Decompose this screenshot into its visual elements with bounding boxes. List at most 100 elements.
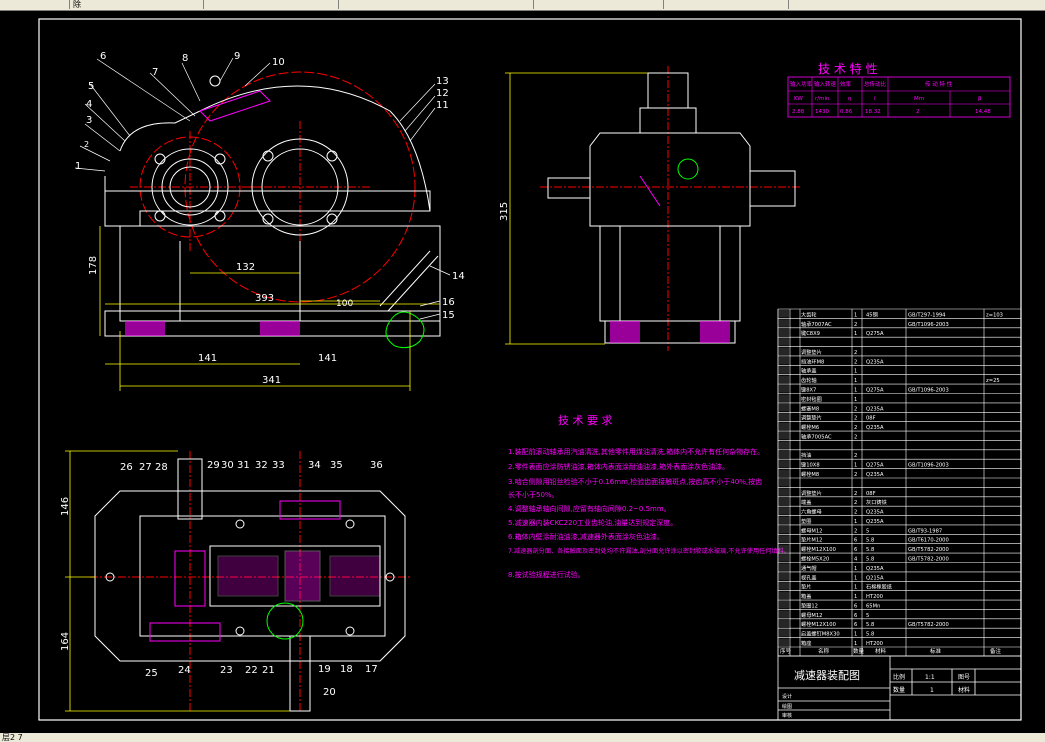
part-number-21: 21 <box>262 665 275 676</box>
bom-cell: 螺母M12 <box>801 526 822 534</box>
bom-cell: 箱盖 <box>801 592 811 600</box>
bom-row-index-cell <box>779 601 789 609</box>
part-number-24: 24 <box>178 665 191 676</box>
bom-row-index-cell <box>779 422 789 431</box>
bom-cell: 5.8 <box>866 547 874 553</box>
toolbar-tab-6[interactable] <box>665 0 789 9</box>
drawing-canvas[interactable]: 178 132 393 100 141 141 341 1 2 3 4 5 6 … <box>0 11 1045 733</box>
bom-cell: Q235A <box>866 519 884 525</box>
part-number-20: 20 <box>323 687 336 698</box>
bom-cell: 2 <box>854 350 857 356</box>
tech-spec-table: 技 术 特 性 输入功率 输入转速 效率 总传动比 传 动 特 性 KW r/m… <box>787 61 1011 118</box>
bom-cell: HT200 <box>866 641 883 647</box>
spec-h1-1: 输入转速 <box>814 80 837 88</box>
bom-row-index-cell <box>779 535 789 543</box>
ratio-value: 1:1 <box>925 674 935 681</box>
requirement-line-2: 2.零件表面应涂防锈油漆,箱体内表面涂耐油油漆,箱外表面涂灰色油漆。 <box>508 462 729 471</box>
part-number-25: 25 <box>145 668 158 679</box>
part-number-9: 9 <box>234 51 240 62</box>
spec-h1-0: 输入功率 <box>790 80 813 88</box>
bom-header-cell: 备注 <box>990 647 1002 655</box>
bom-row-index-cell <box>779 441 789 449</box>
spec-v-1: 1430 <box>815 109 829 115</box>
front-view-dimensions <box>99 226 440 391</box>
toolbar-tab-4[interactable] <box>340 0 534 9</box>
bom-cell: 5.8 <box>866 622 874 628</box>
ratio-label: 比例 <box>893 673 905 681</box>
front-part-numbers: 1 2 3 4 5 6 7 8 9 10 11 12 13 14 15 16 <box>75 51 465 321</box>
bom-cell: 灰口铸铁 <box>866 498 887 506</box>
bom-cell: 螺栓M5X20 <box>801 555 829 563</box>
bom-cell: 1 <box>854 312 857 318</box>
bom-row-index-cell <box>779 366 789 374</box>
bom-header-cell: 标准 <box>930 647 942 655</box>
bom-cell: 4 <box>854 557 858 563</box>
dim-132: 132 <box>236 262 255 273</box>
part-number-10: 10 <box>272 57 285 68</box>
plan-dim-labels: 146 164 <box>60 497 71 651</box>
bom-cell: 1 <box>854 594 857 600</box>
toolbar-tab-5[interactable] <box>535 0 664 9</box>
bom-cell: 5.8 <box>866 557 874 563</box>
toolbar-tab-1[interactable] <box>0 0 70 9</box>
bom-cell: 垫片 <box>801 583 811 591</box>
bom-cell: 2 <box>854 322 857 328</box>
drawing-title: 减速器装配图 <box>794 669 860 682</box>
spec-v-2: 0.86 <box>840 109 853 115</box>
bom-cell: HT200 <box>866 594 883 600</box>
spec-h2-1: r/min <box>815 96 830 102</box>
part-number-19: 19 <box>318 664 331 675</box>
bom-row-index-cell <box>779 432 789 440</box>
part-number-30: 30 <box>221 460 234 471</box>
part-number-36: 36 <box>370 460 383 471</box>
part-number-22: 22 <box>245 665 258 676</box>
requirements-title: 技 术 要 求 <box>558 414 613 427</box>
dim-141b: 141 <box>318 353 337 364</box>
part-number-34: 34 <box>308 460 321 471</box>
bom-row-index-cell <box>779 479 789 487</box>
bom-cell: GB/T5782-2000 <box>908 622 949 628</box>
bom-cell: 2 <box>854 434 857 440</box>
bom-cell: 螺母M12 <box>801 611 822 619</box>
part-number-2: 2 <box>84 140 89 149</box>
bom-cell: 1 <box>854 585 857 591</box>
dim-178: 178 <box>88 256 99 275</box>
part-number-4: 4 <box>86 99 92 110</box>
requirement-line-1: 1.装配前滚动轴承用汽油清洗,其他零件用煤油清洗,箱体内不允许有任何杂物存在。 <box>508 447 764 456</box>
check-label: 审核 <box>782 712 792 719</box>
bom-cell: 1 <box>854 388 857 394</box>
requirement-line-6: 5.减速器内装CKC220工业齿轮油,油量达到规定深度。 <box>508 518 677 527</box>
bom-cell: Q235A <box>866 510 884 516</box>
bom-cell: 密封毡圈 <box>801 395 822 403</box>
bom-cell: 键C8X9 <box>801 329 820 337</box>
bom-cell: 6 <box>854 547 857 553</box>
material-label: 材料 <box>958 686 970 694</box>
bom-cell: 螺塞M8 <box>801 404 819 412</box>
part-number-6: 6 <box>100 51 106 62</box>
title-block-text: 减速器装配图 比例 1:1 图号 数量 1 材料 设计 绘图 审核 <box>782 669 970 719</box>
status-bar: 层2 7 <box>0 733 1045 742</box>
spec-v-5: 14.48 <box>975 109 991 115</box>
bom-row-index-cell <box>779 319 789 327</box>
bom-row-index-cell <box>779 403 789 412</box>
bom-cell: 6 <box>854 613 857 619</box>
bom-cell: GB/T93-1987 <box>908 528 942 534</box>
toolbar-tab-3[interactable] <box>205 0 339 9</box>
plan-view-dimensions <box>65 450 290 712</box>
toolbar-tab-2[interactable]: 除 <box>70 0 204 9</box>
bom-cell: 1 <box>854 575 857 581</box>
bom-cell: 6 <box>854 603 857 609</box>
part-number-13: 13 <box>436 76 449 87</box>
bom-cell: Q235A <box>866 472 884 478</box>
spec-v-0: 2.88 <box>792 109 805 115</box>
tech-spec-title: 技 术 特 性 <box>818 61 877 76</box>
front-dim-labels: 178 132 393 100 141 141 341 <box>88 256 353 386</box>
bom-cell: 1 <box>854 641 857 647</box>
plan-part-numbers: 17 18 19 20 21 22 23 24 25 26 27 28 29 3… <box>120 460 383 698</box>
dim-341: 341 <box>262 375 281 386</box>
bom-cell: 2 <box>854 491 857 497</box>
bom-cell: 螺栓M12X100 <box>801 545 836 553</box>
bom-cell: 挡油 <box>801 451 811 459</box>
bom-cell: GB/T5782-2000 <box>908 547 949 553</box>
requirement-line-4: 长不小于50%。 <box>508 490 559 499</box>
